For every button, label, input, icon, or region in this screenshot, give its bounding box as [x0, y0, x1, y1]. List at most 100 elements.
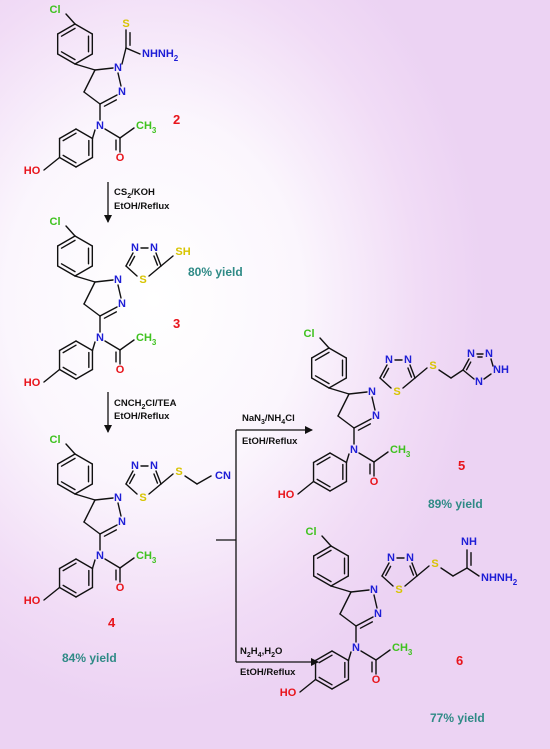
yield-compound-3: 80% yield — [188, 265, 243, 279]
bond — [104, 128, 121, 139]
bond — [104, 558, 121, 569]
bond — [331, 650, 350, 662]
bond — [466, 567, 480, 577]
bond — [337, 393, 350, 417]
bond — [312, 575, 332, 587]
bond — [62, 154, 77, 164]
bond — [312, 452, 331, 464]
hydroxyl-group: HO — [280, 687, 297, 699]
bond — [462, 358, 470, 371]
hydroxyl-group: HO — [24, 595, 41, 607]
bond — [357, 423, 372, 431]
bond — [43, 156, 61, 171]
bond — [384, 565, 392, 577]
bond — [62, 562, 77, 572]
bond — [74, 265, 94, 277]
bond — [155, 252, 162, 267]
hydrazinyl-group: NHNH2 — [481, 572, 518, 587]
bond — [330, 575, 350, 587]
bond — [348, 391, 368, 395]
bond — [62, 344, 77, 354]
thiadiazole-sulfur: S — [393, 386, 400, 398]
tetrazole-n: N — [467, 348, 475, 360]
methyl-group: CH3 — [136, 550, 157, 565]
bond — [83, 303, 101, 317]
hydroxyl-group: HO — [24, 165, 41, 177]
bond — [62, 366, 77, 376]
carbonyl-oxygen: O — [116, 152, 125, 164]
bond — [462, 369, 475, 380]
bond — [117, 284, 122, 299]
bond — [414, 367, 428, 379]
bond — [56, 235, 76, 247]
bond — [355, 616, 374, 627]
bond — [60, 51, 76, 61]
bond — [103, 529, 118, 537]
bond — [316, 573, 332, 583]
bond — [310, 377, 330, 389]
bond — [91, 129, 96, 140]
bond — [56, 483, 76, 495]
amide-nitrogen: N — [96, 120, 104, 132]
bond — [128, 473, 136, 485]
bond — [160, 473, 174, 485]
pyrazoline-n2: N — [374, 608, 382, 620]
thiadiazole-n3: N — [131, 242, 139, 254]
tetrazole-nh: NH — [493, 364, 509, 376]
bond — [74, 235, 94, 247]
bond — [94, 497, 114, 501]
bond — [312, 480, 331, 492]
bond — [125, 470, 134, 485]
thiadiazole-n4: N — [406, 552, 414, 564]
bond — [62, 584, 77, 594]
bond — [99, 94, 118, 105]
hydrazinyl-group: NHNH2 — [142, 48, 179, 63]
imine-nh: NH — [461, 536, 477, 548]
bond — [407, 367, 413, 378]
bond — [316, 456, 331, 466]
bond — [58, 558, 77, 570]
bond — [404, 575, 418, 587]
pyrazoline-n2: N — [118, 516, 126, 528]
thiadiazole-n3: N — [385, 354, 393, 366]
bond — [316, 549, 332, 559]
hydroxyl-group: HO — [278, 489, 295, 501]
bond — [125, 265, 138, 277]
bond — [75, 340, 94, 352]
bond — [312, 545, 332, 557]
yield-compound-6: 77% yield — [430, 711, 485, 725]
bond — [402, 377, 416, 389]
compound-number-3: 3 — [173, 316, 180, 331]
thiadiazole-n3: N — [131, 460, 139, 472]
bond — [318, 676, 333, 686]
bond — [375, 649, 391, 661]
thione-sulfur: S — [122, 18, 129, 30]
methyl-group: CH3 — [392, 642, 413, 657]
bond — [153, 473, 159, 484]
bond — [329, 480, 348, 492]
thiadiazole-n3: N — [387, 552, 395, 564]
tetrazole-n: N — [475, 376, 483, 388]
bond — [373, 594, 378, 609]
bond — [184, 475, 198, 485]
bond — [74, 493, 96, 501]
bond — [75, 156, 94, 168]
bond — [83, 499, 96, 523]
bond — [58, 340, 77, 352]
pyrazoline-n2: N — [118, 86, 126, 98]
nitrile-group: CN — [215, 470, 231, 482]
compound-number-6: 6 — [456, 653, 463, 668]
bond — [339, 613, 357, 627]
bond — [103, 99, 118, 107]
carbonyl-oxygen: O — [116, 364, 125, 376]
bond — [60, 457, 76, 467]
compound-labels: 2 3 4 5 6 80% yield 84% yield 89% yield … — [62, 112, 485, 725]
compound-number-5: 5 — [458, 458, 465, 473]
thioether-sulfur: S — [431, 558, 438, 570]
bond — [381, 575, 394, 587]
chlorine-atom: Cl — [304, 328, 315, 340]
pyrazoline-n1: N — [368, 386, 376, 398]
